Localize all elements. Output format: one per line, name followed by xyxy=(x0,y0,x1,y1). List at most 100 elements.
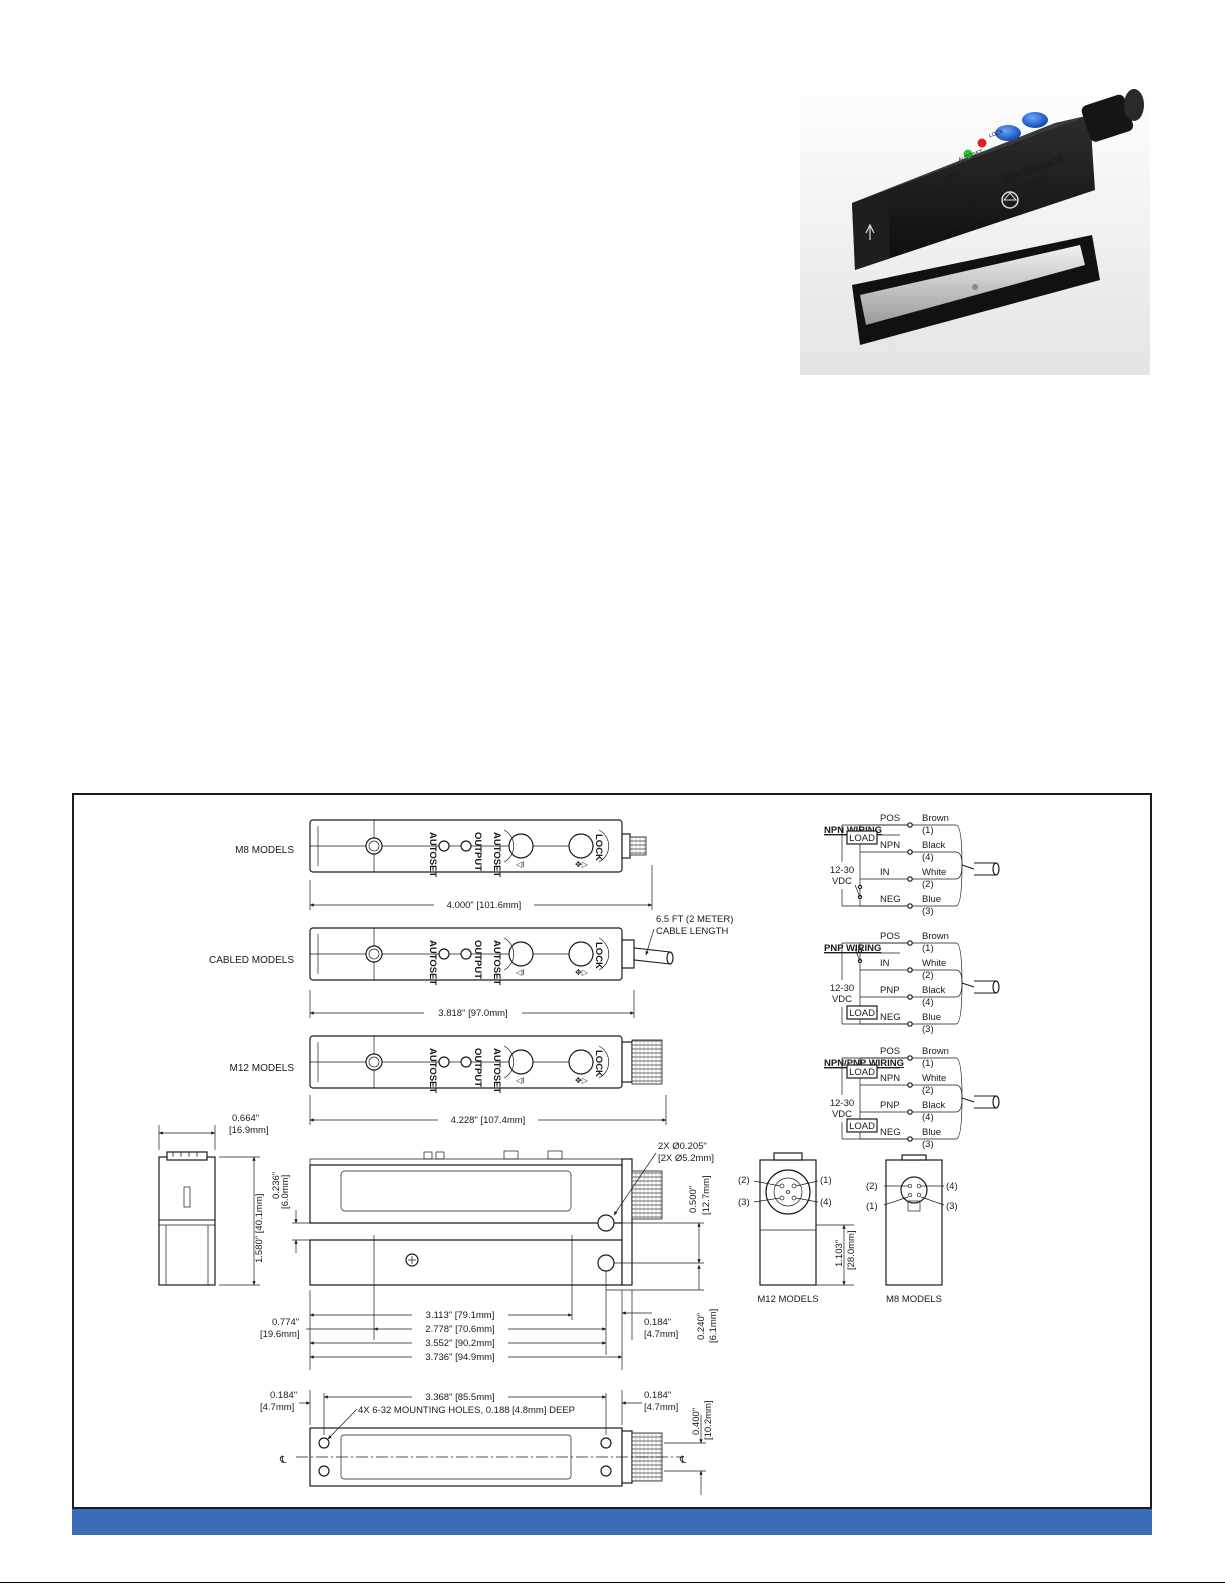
m12-connector-title: M12 MODELS xyxy=(757,1294,818,1305)
dim-gap-2: [6.0mm] xyxy=(280,1175,291,1209)
footer-band xyxy=(72,1509,1152,1535)
dim-hole-pitch-2: [12.7mm] xyxy=(701,1175,712,1215)
wire-color: White xyxy=(922,958,946,969)
dim-1103-1: 1.103" xyxy=(834,1240,845,1267)
dim-m8-length: 4.000" [101.6mm] xyxy=(447,900,522,911)
supply-voltage-1: 12-30 xyxy=(830,1098,854,1109)
wire-pin: (4) xyxy=(922,852,934,863)
button-symbol-autoset: ◁I xyxy=(516,860,524,869)
supply-voltage-1: 12-30 xyxy=(830,865,854,876)
wire-pin: (3) xyxy=(922,1139,934,1150)
arrow-up-icon xyxy=(865,223,875,240)
dim-side-height: 1.580" [40.1mm] xyxy=(254,1194,265,1263)
panel-label-output: OUTPUT xyxy=(472,832,483,871)
dim-holes-2: [2X Ø5.2mm] xyxy=(658,1153,714,1164)
supply-voltage-1: 12-30 xyxy=(830,983,854,994)
wire-signal: NPN xyxy=(880,1073,900,1084)
wire-signal: PNP xyxy=(880,985,900,996)
wire-color: Black xyxy=(922,1100,945,1111)
wire-signal: NPN xyxy=(880,840,900,851)
dim-0240-1: 0.240" xyxy=(696,1313,707,1340)
wire-signal: POS xyxy=(880,813,900,824)
dim-3736: 3.736" [94.9mm] xyxy=(425,1352,494,1363)
wire-pin: (1) xyxy=(922,943,934,954)
wire-signal: NEG xyxy=(880,1127,901,1138)
button-ring-label-lock: LOCK xyxy=(593,942,604,969)
wire-signal: NEG xyxy=(880,894,901,905)
dim-side-width-2: [16.9mm] xyxy=(229,1125,269,1136)
m8-pin-1: (1) xyxy=(866,1201,878,1212)
wiring-title: NPN/PNP WIRING xyxy=(824,1058,904,1069)
m12-connector-view xyxy=(759,1152,817,1286)
dim-holes-1: 2X Ø0.205" xyxy=(658,1141,707,1152)
wire-color: Brown xyxy=(922,813,949,824)
button-symbol-lock: ✥▷ xyxy=(575,860,589,869)
button-symbol-lock: ✥▷ xyxy=(575,1076,589,1085)
front-view xyxy=(309,1150,663,1286)
m8-connector-view xyxy=(885,1154,943,1286)
wire-pin: (1) xyxy=(922,825,934,836)
load-box: LOAD xyxy=(849,833,875,844)
dim-2778: 2.778" [70.6mm] xyxy=(425,1324,494,1335)
wire-color: White xyxy=(922,867,946,878)
view-label-m12: M12 MODELS xyxy=(230,1063,295,1074)
dim-3368: 3.368" [85.5mm] xyxy=(425,1392,494,1403)
dim-0184b-2: [4.7mm] xyxy=(260,1402,294,1413)
wire-pin: (2) xyxy=(922,879,934,890)
dim-3113: 3.113" [79.1mm] xyxy=(426,1310,495,1321)
m12-pin-2: (2) xyxy=(738,1175,750,1186)
dim-0774-1: 0.774" xyxy=(272,1317,299,1328)
product-photo: MODEL: CLS-2 TRI-TRONICS www.ttco.com OU… xyxy=(800,75,1150,375)
panel-label-autoset: AUTOSET xyxy=(427,940,438,985)
dim-0400-2: [10.2mm] xyxy=(703,1400,714,1440)
button-ring-label-lock: LOCK xyxy=(593,834,604,861)
view-label-cabled: CABLED MODELS xyxy=(209,955,294,966)
wire-pin: (4) xyxy=(922,1112,934,1123)
dim-0774-2: [19.6mm] xyxy=(260,1329,300,1340)
view-label-m8: M8 MODELS xyxy=(235,845,294,856)
wire-pin: (3) xyxy=(922,1024,934,1035)
wire-color: Black xyxy=(922,840,945,851)
dim-0184b-1: 0.184" xyxy=(270,1390,297,1401)
m8-pin-3: (3) xyxy=(946,1201,958,1212)
supply-voltage-2: VDC xyxy=(832,994,852,1005)
dim-gap-1: 0.236" xyxy=(271,1172,282,1199)
wire-pin: (1) xyxy=(922,1058,934,1069)
wire-signal: IN xyxy=(880,867,890,878)
panel-label-output: OUTPUT xyxy=(472,1048,483,1087)
wire-signal: NEG xyxy=(880,1012,901,1023)
wire-pin: (2) xyxy=(922,970,934,981)
footer-rule xyxy=(0,1582,1225,1583)
wire-color: Blue xyxy=(922,894,941,905)
wiring-title: PNP WIRING xyxy=(824,943,881,954)
dim-1103-2: [28.0mm] xyxy=(846,1230,857,1270)
mount-holes-note: 4X 6-32 MOUNTING HOLES, 0.188 [4.8mm] DE… xyxy=(358,1405,575,1416)
wire-signal: IN xyxy=(880,958,890,969)
dim-0184a-1: 0.184" xyxy=(644,1317,671,1328)
m8-pin-4: (4) xyxy=(946,1181,958,1192)
dim-0240-2: [6.1mm] xyxy=(708,1309,719,1343)
button-symbol-lock: ✥▷ xyxy=(575,968,589,977)
button-ring-label-autoset: AUTOSET xyxy=(491,1048,502,1093)
load-box: LOAD xyxy=(849,1067,875,1078)
wiring-diagram-1: NPN WIRING12-30VDCPOSBrown(1)NPNBlack(4)… xyxy=(824,813,1000,917)
wire-color: Blue xyxy=(922,1127,941,1138)
dim-0184c-2: [4.7mm] xyxy=(644,1402,678,1413)
wire-signal: PNP xyxy=(880,1100,900,1111)
brand-logo-icon xyxy=(1001,191,1019,209)
wire-color: White xyxy=(922,1073,946,1084)
cable-note-2: CABLE LENGTH xyxy=(656,926,728,937)
dim-m12-length: 4.228" [107.4mm] xyxy=(451,1115,526,1126)
load-box: LOAD xyxy=(849,1008,875,1019)
wire-color: Black xyxy=(922,985,945,996)
end-view xyxy=(158,1151,216,1286)
dim-0184a-2: [4.7mm] xyxy=(644,1329,678,1340)
load-box-2: LOAD xyxy=(849,1121,875,1132)
dim-0400-1: 0.400" xyxy=(691,1408,702,1435)
wire-pin: (4) xyxy=(922,997,934,1008)
